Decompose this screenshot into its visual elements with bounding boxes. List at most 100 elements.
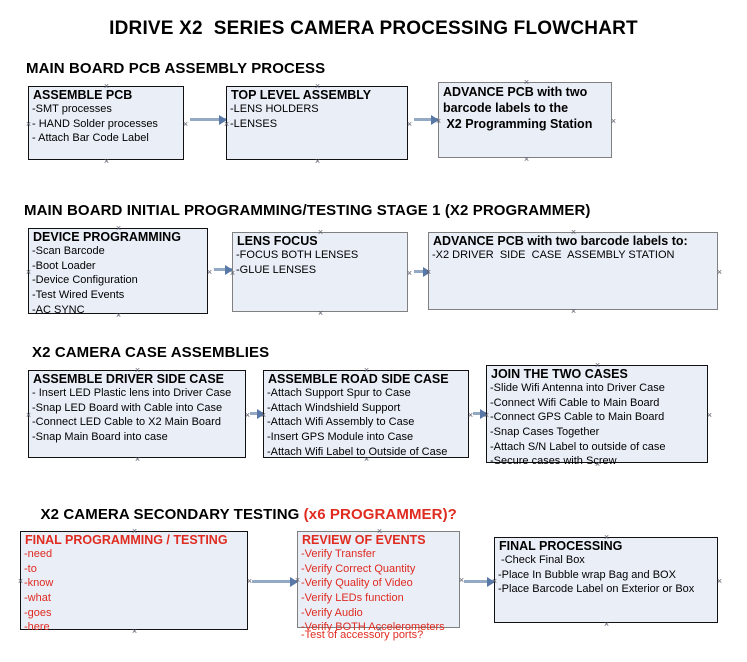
- connection-handle-top[interactable]: [115, 225, 122, 232]
- box-line: -Scan Barcode: [32, 245, 105, 257]
- box-title: FINAL PROCESSING: [499, 539, 623, 553]
- connection-handle-bottom[interactable]: [603, 621, 610, 628]
- connection-handle-right[interactable]: [406, 270, 413, 277]
- box-line: -Connect Wifi Cable to Main Board: [490, 396, 660, 409]
- flow-box-advance-pcb-to-driver-side-case[interactable]: ADVANCE PCB with two barcode labels to: …: [428, 232, 718, 310]
- connection-handle-bottom[interactable]: [363, 456, 370, 463]
- connection-handle-top[interactable]: [363, 367, 370, 374]
- box-lines: -Attach Support Spur to Case -Attach Win…: [264, 386, 468, 459]
- connection-handle-top[interactable]: [523, 79, 530, 86]
- box-line: -AC SYNC: [32, 303, 85, 316]
- box-line: -Snap LED Board with Cable into Case: [32, 401, 223, 414]
- box-line: - Attach Bar Code Label: [32, 132, 149, 145]
- box-line: -Insert GPS Module into Case: [267, 430, 414, 443]
- box-title: ASSEMBLE ROAD SIDE CASE: [268, 372, 449, 386]
- connection-handle-bottom[interactable]: [103, 158, 110, 165]
- connection-handle-bottom[interactable]: [570, 308, 577, 315]
- connection-handle-right[interactable]: [206, 269, 213, 276]
- connection-handle-top[interactable]: [131, 528, 138, 535]
- box-line: -what: [24, 591, 51, 604]
- flow-box-assemble-pcb[interactable]: ASSEMBLE PCB -SMT processes - HAND Solde…: [28, 86, 184, 160]
- connection-handle-left[interactable]: [17, 578, 24, 585]
- connection-handle-bottom[interactable]: [376, 626, 383, 633]
- box-title: DEVICE PROGRAMMING: [33, 230, 181, 244]
- connection-handle-right[interactable]: [716, 578, 723, 585]
- box-lines: -Slide Wifi Antenna into Driver Case -Co…: [487, 381, 707, 469]
- box-line: -to: [24, 562, 37, 575]
- box-lines: -FOCUS BOTH LENSES -GLUE LENSES: [233, 248, 407, 277]
- flow-box-top-level-assembly[interactable]: TOP LEVEL ASSEMBLY -LENS HOLDERS -LENSES: [226, 86, 408, 160]
- box-title: ADVANCE PCB with two barcode labels to t…: [443, 85, 593, 131]
- connection-handle-right[interactable]: [610, 118, 617, 125]
- connection-handle-left[interactable]: [435, 118, 442, 125]
- box-line: -Verify Quality of Video: [301, 577, 413, 590]
- flow-box-join-the-two-cases[interactable]: JOIN THE TWO CASES -Slide Wifi Antenna i…: [483, 362, 708, 467]
- box-lines: -LENS HOLDERS -LENSES: [227, 102, 407, 131]
- section-header-x2-camera-secondary-testing: X2 CAMERA SECONDARY TESTING (x6 PROGRAMM…: [32, 489, 457, 523]
- connection-handle-bottom[interactable]: [317, 310, 324, 317]
- connection-handle-top[interactable]: [594, 362, 601, 369]
- flow-box-final-processing[interactable]: FINAL PROCESSING -Check Final Box -Place…: [494, 537, 718, 623]
- connection-handle-top[interactable]: [103, 83, 110, 90]
- box-line: -Boot Loader: [32, 259, 96, 272]
- section-header-accent: (x6 PROGRAMMER)?: [303, 506, 457, 523]
- connection-handle-top[interactable]: [603, 534, 610, 541]
- box-line: -Device Configuration: [32, 274, 138, 287]
- box-lines: -need -to -know -what -goes -here: [21, 547, 247, 635]
- connection-handle-left[interactable]: [491, 578, 498, 585]
- connection-handle-top[interactable]: [317, 229, 324, 236]
- box-title: TOP LEVEL ASSEMBLY: [231, 88, 372, 102]
- connection-handle-bottom[interactable]: [131, 628, 138, 635]
- connection-handle-left[interactable]: [25, 412, 32, 419]
- page-title: IDRIVE X2 SERIES CAMERA PROCESSING FLOWC…: [109, 18, 638, 39]
- box-line: -LENSES: [230, 117, 278, 130]
- connection-handle-right[interactable]: [406, 121, 413, 128]
- connection-handle-top[interactable]: [376, 528, 383, 535]
- connection-handle-left[interactable]: [223, 121, 230, 128]
- connection-handle-left[interactable]: [25, 269, 32, 276]
- connection-handle-left[interactable]: [229, 270, 236, 277]
- connection-handle-bottom[interactable]: [115, 312, 122, 319]
- flow-box-assemble-driver-side-case[interactable]: ASSEMBLE DRIVER SIDE CASE - Insert LED P…: [28, 370, 246, 458]
- connection-handle-right[interactable]: [182, 121, 189, 128]
- connection-handle-bottom[interactable]: [523, 156, 530, 163]
- box-lines: - Insert LED Plastic lens into Driver Ca…: [29, 386, 245, 445]
- box-title: FINAL PROGRAMMING / TESTING: [25, 533, 228, 547]
- box-lines: -X2 DRIVER SIDE CASE ASSEMBLY STATION: [429, 248, 717, 263]
- connection-handle-right[interactable]: [716, 269, 723, 276]
- flow-box-final-programming-testing[interactable]: FINAL PROGRAMMING / TESTING -need -to -k…: [17, 528, 248, 633]
- arrowhead-icon: [219, 114, 227, 125]
- connection-handle-bottom[interactable]: [134, 456, 141, 463]
- box-line: -Slide Wifi Antenna into Driver Case: [490, 382, 665, 394]
- connection-handle-top[interactable]: [570, 229, 577, 236]
- flow-box-review-of-events[interactable]: REVIEW OF EVENTS -Verify Transfer -Verif…: [294, 528, 460, 641]
- connection-handle-bottom[interactable]: [314, 158, 321, 165]
- section-header-text: X2 CAMERA SECONDARY TESTING: [40, 506, 304, 523]
- box-line: -Place In Bubble wrap Bag and BOX: [498, 568, 676, 581]
- connection-handle-bottom[interactable]: [594, 461, 601, 468]
- box-line: -Attach Windshield Support: [267, 401, 401, 414]
- flow-box-lens-focus[interactable]: LENS FOCUS -FOCUS BOTH LENSES -GLUE LENS…: [232, 232, 408, 312]
- box-title: REVIEW OF EVENTS: [302, 533, 426, 547]
- connection-handle-left[interactable]: [25, 121, 32, 128]
- connection-handle-right[interactable]: [706, 412, 713, 419]
- box-title: LENS FOCUS: [237, 234, 318, 248]
- connection-handle-left[interactable]: [425, 269, 432, 276]
- connection-handle-left[interactable]: [294, 577, 301, 584]
- connection-handle-left[interactable]: [483, 412, 490, 419]
- connection-handle-top[interactable]: [314, 83, 321, 90]
- flow-box-device-programming[interactable]: DEVICE PROGRAMMING -Scan Barcode -Boot L…: [25, 225, 208, 316]
- connection-handle-top[interactable]: [134, 367, 141, 374]
- box-line: -Attach Support Spur to Case: [267, 387, 411, 399]
- box-line: -need: [24, 548, 53, 560]
- box-title: ASSEMBLE PCB: [33, 88, 133, 102]
- box-line: -Attach S/N Label to outside of case: [490, 440, 666, 453]
- connection-handle-left[interactable]: [260, 412, 267, 419]
- box-line: -GLUE LENSES: [236, 263, 317, 276]
- box-line: -Verify Transfer: [301, 548, 376, 560]
- flow-box-advance-pcb-to-programming-station[interactable]: ADVANCE PCB with two barcode labels to t…: [438, 82, 612, 158]
- flow-box-assemble-road-side-case[interactable]: ASSEMBLE ROAD SIDE CASE -Attach Support …: [263, 370, 469, 458]
- box-line: -Check Final Box: [498, 554, 585, 566]
- box-line: -Verify BOTH Accelerometers: [301, 621, 445, 634]
- box-line: -SMT processes: [32, 103, 112, 115]
